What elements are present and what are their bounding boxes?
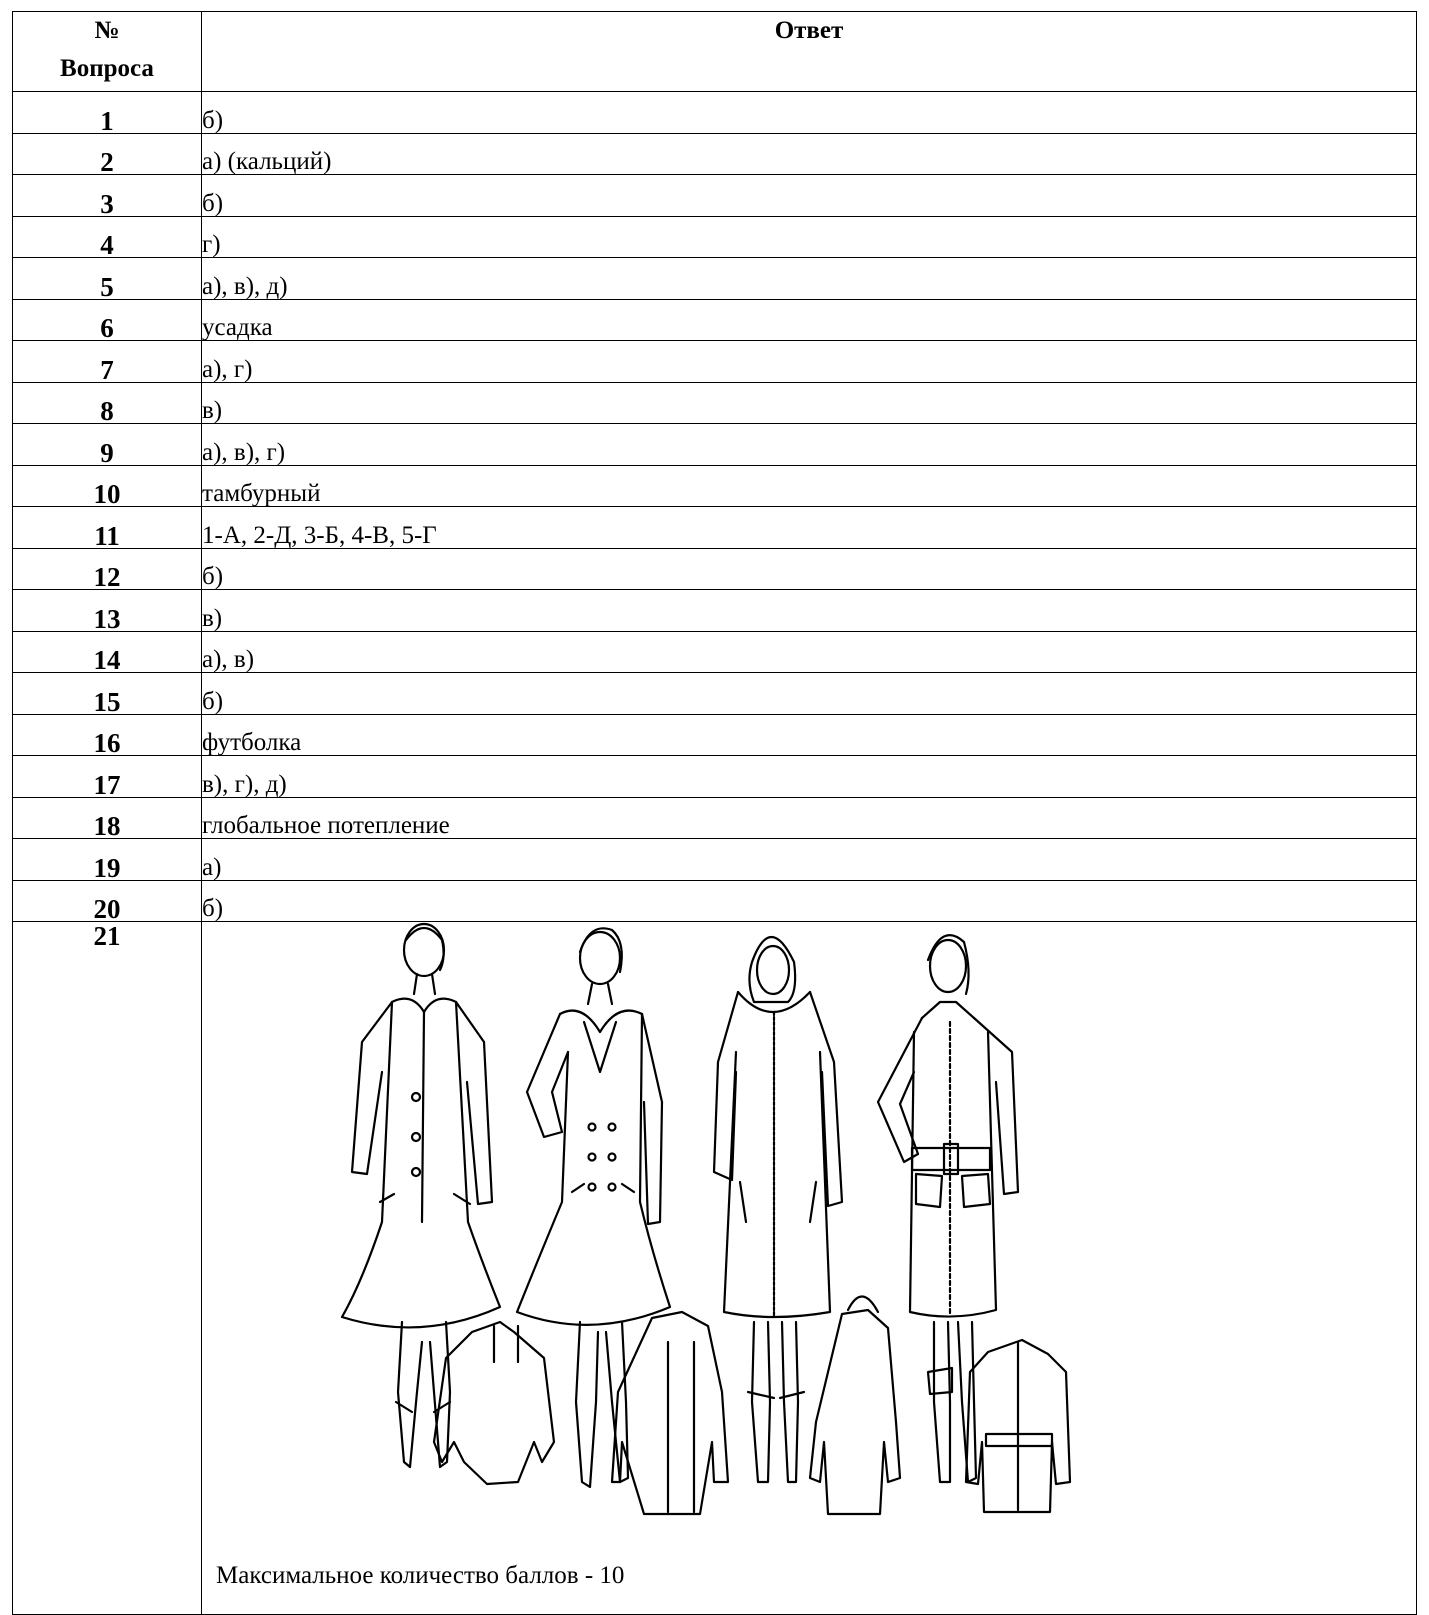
question-number: 16 [12,713,202,756]
answer-text: в), г), д) [201,755,1417,798]
answer-text: усадка [201,298,1417,341]
figure-3-hooded-coat [712,935,844,1484]
question-number: 1 [12,91,202,134]
question-number: 21 [12,921,202,1615]
answer-text: б) [201,547,1417,590]
header-answer: Ответ [201,11,1417,92]
answer-text: 1-А, 2-Д, 3-Б, 4-В, 5-Г [201,506,1417,549]
answer-text: а) (кальций) [201,132,1417,175]
question-number: 14 [12,630,202,673]
answer-text: б) [201,91,1417,134]
answer-text: футболка [201,713,1417,756]
answer-text: б) [201,174,1417,217]
figure-1-coat [340,922,502,1469]
question-number: 5 [12,257,202,300]
answer-text: б) [201,879,1417,922]
question-number: 13 [12,589,202,632]
figure-2-coat [515,927,672,1489]
table-row-21: 21 [12,921,1417,1615]
question-number: 18 [12,796,202,839]
header-row: № Вопроса Ответ [12,11,1417,92]
answer-text: а) [201,838,1417,881]
back-view-sketches [432,1295,1072,1516]
header-question-number: № Вопроса [12,11,202,92]
answer-text: а), в), д) [201,257,1417,300]
question-number: 15 [12,672,202,715]
question-number: 19 [12,838,202,881]
answer-cell-sketches: Максимальное количество баллов - 10 [201,921,1417,1615]
answer-text: а), г) [201,340,1417,383]
question-number: 2 [12,132,202,175]
question-number: 17 [12,755,202,798]
max-score-note: Максимальное количество баллов - 10 [216,1562,625,1589]
question-number: 4 [12,215,202,258]
answer-text: г) [201,215,1417,258]
question-number: 10 [12,464,202,507]
question-number: 11 [12,506,202,549]
question-number: 8 [12,381,202,424]
answer-text: а), в) [201,630,1417,673]
clothing-sketches-illustration [340,922,1072,1516]
question-number: 3 [12,174,202,217]
answer-text: глобальное потепление [201,796,1417,839]
answer-text: тамбурный [201,464,1417,507]
question-number: 20 [12,879,202,922]
question-number: 7 [12,340,202,383]
answer-text: б) [201,672,1417,715]
question-number: 9 [12,423,202,466]
answer-text: в) [201,589,1417,632]
answer-text: в) [201,381,1417,424]
answer-text: а), в), г) [201,423,1417,466]
question-number: 12 [12,547,202,590]
question-number: 6 [12,298,202,341]
figure-4-belted-coat [876,934,1020,1484]
